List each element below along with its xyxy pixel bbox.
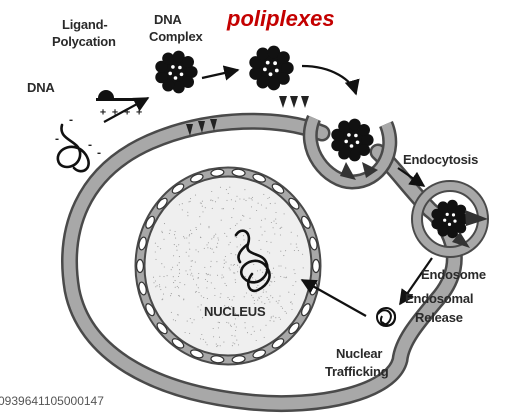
polyplex-icon	[155, 50, 198, 94]
nuclear-pore-icon	[252, 349, 266, 359]
label-nuclear-trafficking-2: Trafficking	[325, 364, 389, 379]
label-nuclear-trafficking-1: Nuclear	[336, 346, 382, 361]
nuclear-pore-icon	[156, 322, 168, 335]
label-nucleus: NUCLEUS	[204, 304, 266, 319]
nuclear-pore-icon	[271, 183, 285, 194]
process-arrows	[103, 64, 433, 317]
nuclear-pore-icon	[145, 303, 155, 317]
membrane-receptor-icon	[186, 96, 309, 136]
arrow-nuclear-trafficking	[300, 279, 367, 317]
nuclear-pore-icon	[288, 197, 300, 210]
nuclear-pore-icon	[309, 236, 318, 251]
dna-charge-1: -	[68, 115, 74, 126]
arrow-complex-to-receptor	[201, 65, 240, 81]
nuclear-pore-icon	[138, 236, 147, 251]
endocytic-pit	[302, 115, 398, 190]
label-endosomal-release-1: Endosomal	[405, 291, 473, 306]
label-endosomal-release-2: Release	[415, 310, 463, 325]
arrow-to-pit	[301, 64, 360, 96]
label-dna-complex-2: Complex	[149, 29, 203, 44]
released-dna-icon	[376, 307, 396, 327]
polycation-charges: + + + +	[100, 107, 142, 118]
nuclear-pore-icon	[311, 258, 320, 274]
nuclear-pore-icon	[288, 322, 300, 335]
dna-charge-4: -	[96, 148, 102, 159]
nuclear-pore-icon	[145, 215, 155, 229]
ligand-polycation-icon	[96, 90, 136, 101]
nuclear-pore-icon	[156, 197, 168, 210]
nuclear-pore-icon	[271, 338, 285, 349]
arrow-dna-to-complex	[103, 97, 150, 123]
polyplex-icon	[249, 45, 294, 91]
polyplex-group	[155, 45, 470, 239]
label-ligand-polycation-1: Ligand-	[62, 17, 108, 32]
dna-charge-3: -	[87, 140, 93, 151]
nuclear-pore-icon	[301, 303, 311, 317]
dna-strand-icon	[56, 123, 90, 173]
label-ligand-polycation-2: Polycation	[52, 34, 116, 49]
arrow-endosomal-release	[399, 257, 433, 306]
label-dna: DNA	[27, 80, 55, 95]
unpacked-dna-icon	[234, 229, 271, 293]
polyplex-icon	[331, 118, 374, 162]
nuclear-pore-icon	[301, 215, 311, 229]
nuclear-pore-icon	[231, 168, 246, 177]
label-endocytosis: Endocytosis	[403, 152, 478, 167]
nuclear-pore-icon	[210, 168, 225, 177]
nuclear-pore-icon	[210, 355, 225, 364]
cell-membrane-inner	[63, 115, 461, 410]
nuclear-pore-icon	[136, 258, 145, 274]
nuclear-pore-icon	[138, 281, 147, 296]
diagram-title: poliplexes	[226, 6, 335, 31]
endosome-release-arrows-icon	[340, 162, 488, 248]
dna-charge-2: -	[54, 134, 60, 145]
nuclear-pore-icon	[190, 173, 204, 183]
nuclear-pore-icon	[171, 183, 185, 194]
polyplex-icon	[431, 199, 470, 239]
nucleoplasm-stipple	[152, 186, 304, 348]
nuclear-pore-icon	[171, 338, 185, 349]
arrow-endocytosis	[397, 167, 426, 187]
label-endosome: Endosome	[421, 267, 486, 282]
doi-fragment: 0939641105000147	[0, 394, 104, 408]
nuclear-pore-icon	[190, 349, 204, 359]
nuclear-pore-icon	[252, 173, 266, 183]
nuclear-pore-icon	[231, 355, 246, 364]
label-dna-complex-1: DNA	[154, 12, 182, 27]
